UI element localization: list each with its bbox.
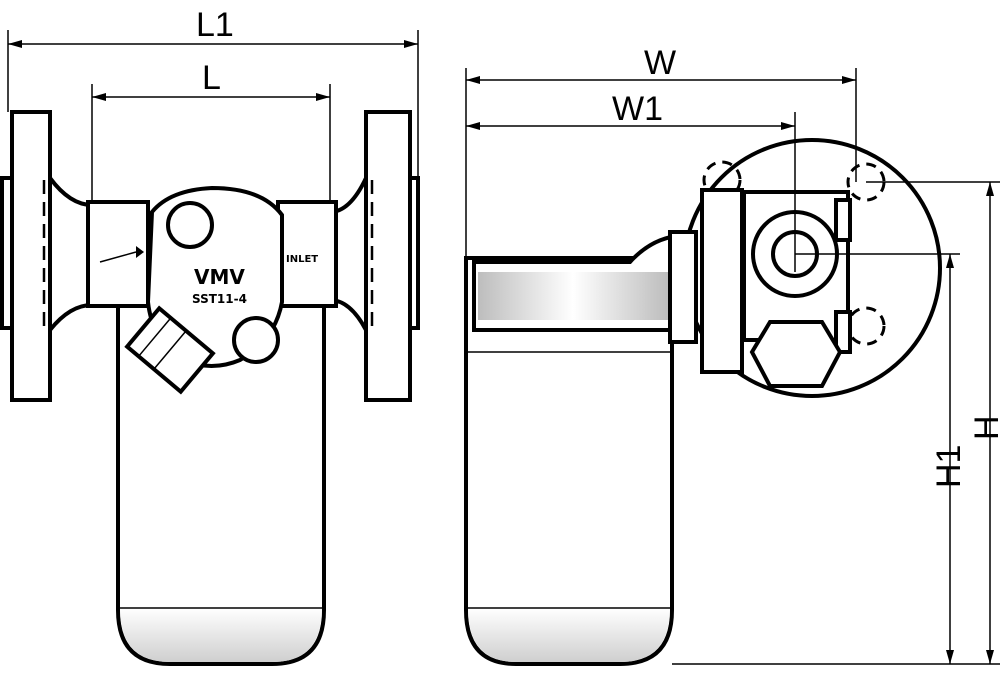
side-view: W W1 H H1 <box>464 44 1000 666</box>
h1-arrow-top <box>946 254 954 268</box>
front-bucket-bottom-shade <box>120 608 322 662</box>
l-arrow-right <box>316 93 330 101</box>
h-arrow-bottom <box>986 650 994 664</box>
cover-bolt-bottom <box>232 316 280 364</box>
w1-arrow-right <box>781 122 795 130</box>
left-pipe-neck <box>48 176 94 332</box>
side-flange-plate <box>668 230 698 344</box>
cover-bolt-top <box>166 201 214 249</box>
w-arrow-right <box>842 76 856 84</box>
inlet-mark: INLET <box>286 254 318 265</box>
brand-mark: VMV <box>194 265 245 289</box>
left-flange <box>10 110 52 402</box>
model-mark: SST11-4 <box>192 292 247 306</box>
front-view: VMV SST11-4 INLET L1 L <box>0 6 420 666</box>
side-bucket-bottom-shade <box>468 608 670 662</box>
h1-arrow-bottom <box>946 650 954 664</box>
side-hex-plug <box>749 320 843 388</box>
side-bolt-stud-top <box>834 198 852 242</box>
l-label: L <box>202 59 221 97</box>
flow-arrow-icon <box>99 246 144 263</box>
right-union-nut <box>276 200 338 308</box>
l1-arrow-left <box>8 40 22 48</box>
l1-arrow-right <box>404 40 418 48</box>
w-arrow-left <box>466 76 480 84</box>
left-union-nut <box>86 200 150 308</box>
w1-label: W1 <box>612 90 663 128</box>
side-flange-body <box>700 188 744 374</box>
side-bucket-body <box>464 256 674 666</box>
left-flange-face <box>0 176 14 330</box>
strainer-plug <box>124 305 216 395</box>
h-arrow-top <box>986 182 994 196</box>
h-label: H <box>968 415 1000 440</box>
right-flange-face <box>408 176 420 330</box>
bolt-hole-top-left <box>702 160 742 200</box>
h1-label: H1 <box>930 445 968 488</box>
w-label: W <box>644 44 676 82</box>
w1-arrow-left <box>466 122 480 130</box>
side-pipe-shade <box>478 272 668 320</box>
side-bolt-stud-bottom <box>834 310 852 354</box>
right-flange <box>364 110 412 402</box>
l1-label: L1 <box>196 6 234 44</box>
front-bucket-body <box>116 298 326 666</box>
l-arrow-left <box>92 93 106 101</box>
